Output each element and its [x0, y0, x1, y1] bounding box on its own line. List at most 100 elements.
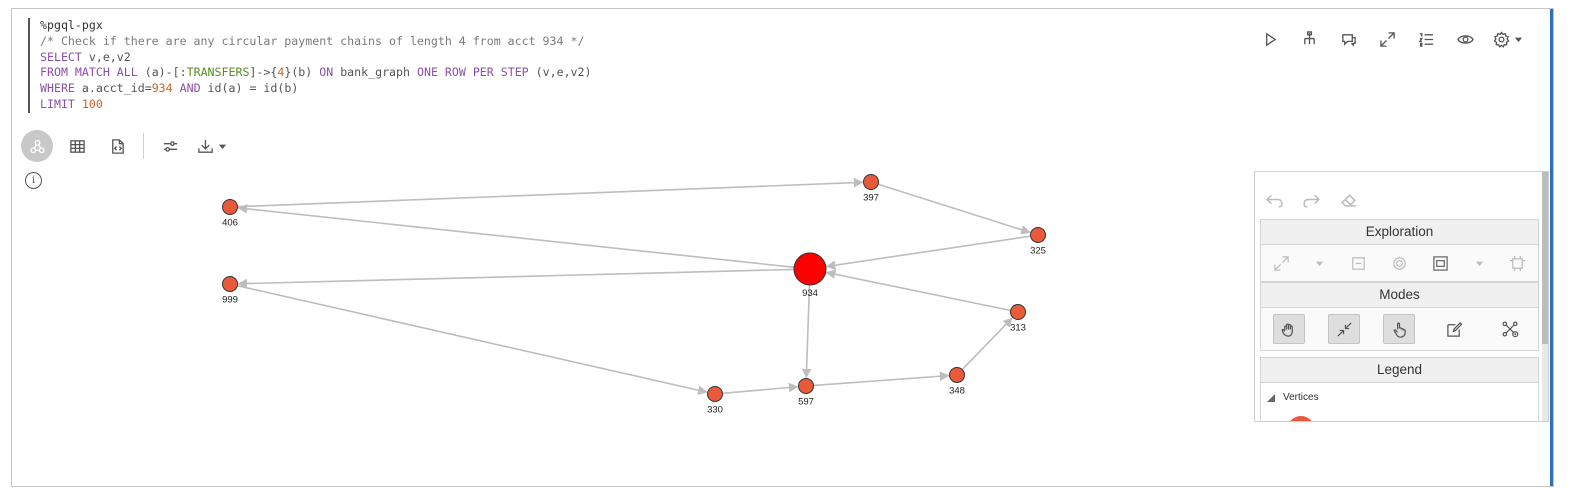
code-token: LIMIT: [40, 96, 75, 111]
graph-view-icon: [29, 139, 45, 153]
notebook-paragraph: %pgql-pgx/* Check if there are any circu…: [11, 8, 1554, 487]
graph-vertex-348[interactable]: [949, 367, 965, 383]
add-vertex-mode-button[interactable]: [1494, 314, 1526, 344]
collapse-mode-button[interactable]: [1328, 314, 1361, 344]
undo-icon[interactable]: [1265, 190, 1284, 209]
modes-section: Modes: [1260, 282, 1539, 351]
panel-scrollbar-thumb[interactable]: [1542, 172, 1548, 344]
pan-mode-button[interactable]: [1272, 314, 1305, 344]
line-numbers-button[interactable]: [1407, 27, 1446, 51]
table-view-icon: [69, 139, 85, 153]
graph-edge[interactable]: [237, 177, 864, 208]
panel-scrollbar[interactable]: [1542, 172, 1548, 421]
code-token: ON: [319, 65, 334, 80]
code-line: SELECT v,e,v2: [40, 50, 1240, 66]
select-mode-button[interactable]: [1383, 314, 1416, 344]
caret-down-icon[interactable]: [1474, 258, 1485, 269]
drop-icon[interactable]: [1350, 255, 1367, 272]
graph-vertex-597[interactable]: [798, 378, 814, 394]
expand-neighbors-icon[interactable]: [1273, 255, 1290, 272]
graph-vertex-330[interactable]: [707, 386, 723, 402]
code-line: LIMIT 100: [40, 97, 1240, 113]
graph-vertex-325[interactable]: [1030, 227, 1046, 243]
graph-edge[interactable]: [801, 284, 812, 379]
history-controls: [1265, 190, 1358, 209]
info-icon[interactable]: i: [25, 172, 42, 189]
graph-view-button[interactable]: [21, 130, 53, 162]
code-token: WHERE: [40, 81, 75, 96]
graph-edge[interactable]: [722, 382, 799, 395]
ungroup-icon[interactable]: [1509, 255, 1526, 272]
graph-edge[interactable]: [237, 204, 795, 269]
settings-dropdown[interactable]: [1485, 27, 1531, 51]
graph-edge[interactable]: [877, 183, 1031, 235]
graph-vertex-934[interactable]: [793, 252, 827, 286]
graph-vertex-397[interactable]: [863, 174, 879, 190]
code-token: 100: [81, 96, 103, 111]
focus-icon[interactable]: [1391, 255, 1408, 272]
settings-icon: [1492, 30, 1510, 48]
graph-edge[interactable]: [813, 371, 950, 387]
edit-mode-button[interactable]: [1439, 314, 1471, 344]
hand-icon: [1281, 322, 1294, 337]
table-view-button[interactable]: [57, 130, 97, 162]
graph-add-icon: [1502, 321, 1519, 337]
legend-title: Legend: [1261, 358, 1538, 383]
vertex-label: 325: [1030, 246, 1046, 257]
vertex-label: 406: [222, 218, 238, 229]
code-token: id(a) = id(b): [200, 81, 299, 96]
code-token: FROM MATCH ALL: [40, 65, 138, 80]
legend-body: Vertices: [1261, 383, 1538, 421]
caret-down-icon[interactable]: [1314, 258, 1325, 269]
code-view-button[interactable]: [97, 130, 137, 162]
exploration-title: Exploration: [1261, 220, 1538, 245]
code-line: FROM MATCH ALL (a)-[:TRANSFERS]->{4}(b) …: [40, 65, 1240, 81]
graph-vertex-406[interactable]: [222, 199, 238, 215]
vertex-legend-swatch[interactable]: [1287, 416, 1315, 421]
vertices-group-toggle[interactable]: Vertices: [1267, 392, 1319, 403]
download-icon: [197, 139, 213, 153]
download-dropdown[interactable]: [190, 130, 234, 162]
collapse-triangle-icon: [1267, 393, 1275, 402]
code-line: /* Check if there are any circular payme…: [40, 34, 1240, 50]
vertices-label: Vertices: [1283, 392, 1319, 403]
code-token: ONE ROW PER STEP: [416, 65, 529, 80]
list-numbered-icon: [1418, 32, 1434, 47]
modes-title: Modes: [1261, 283, 1538, 308]
expand-button[interactable]: [1368, 27, 1407, 51]
code-editor[interactable]: %pgql-pgx/* Check if there are any circu…: [28, 18, 1240, 113]
visibility-button[interactable]: [1446, 27, 1485, 51]
graph-edge[interactable]: [825, 235, 1031, 270]
paragraph-focus-bar: [1550, 9, 1553, 486]
redo-icon[interactable]: [1302, 190, 1321, 209]
run-button[interactable]: [1251, 27, 1290, 51]
vertex-label: 348: [949, 386, 965, 397]
code-token: (v,e,v2): [528, 65, 592, 80]
code-line: %pgql-pgx: [40, 18, 1240, 34]
caret-down-icon: [218, 144, 226, 149]
collapse-icon: [1337, 321, 1352, 337]
paragraph-toolbar: [1251, 27, 1531, 51]
hierarchy-icon: [1304, 30, 1315, 44]
graph-edge[interactable]: [825, 269, 1011, 312]
graph-edge[interactable]: [237, 284, 708, 395]
code-token: /* Check if there are any circular payme…: [40, 33, 585, 48]
graph-vertex-313[interactable]: [1010, 304, 1026, 320]
vertex-label: 313: [1010, 323, 1026, 334]
code-token: 4: [277, 65, 285, 80]
eraser-icon[interactable]: [1339, 190, 1358, 209]
graph-settings-button[interactable]: [150, 130, 190, 162]
toolbar-divider: [143, 133, 144, 159]
code-token: ]->{: [249, 65, 278, 80]
edit-icon: [1447, 321, 1463, 337]
comments-button[interactable]: [1329, 27, 1368, 51]
graph-edge[interactable]: [961, 317, 1013, 371]
code-line: WHERE a.acct_id=934 AND id(a) = id(b): [40, 81, 1240, 97]
hierarchy-button[interactable]: [1290, 27, 1329, 51]
group-icon[interactable]: [1432, 255, 1449, 272]
graph-vertex-999[interactable]: [222, 276, 238, 292]
graph-edge[interactable]: [237, 268, 795, 289]
exploration-section: Exploration: [1260, 219, 1539, 282]
code-token: bank_graph: [333, 65, 417, 80]
